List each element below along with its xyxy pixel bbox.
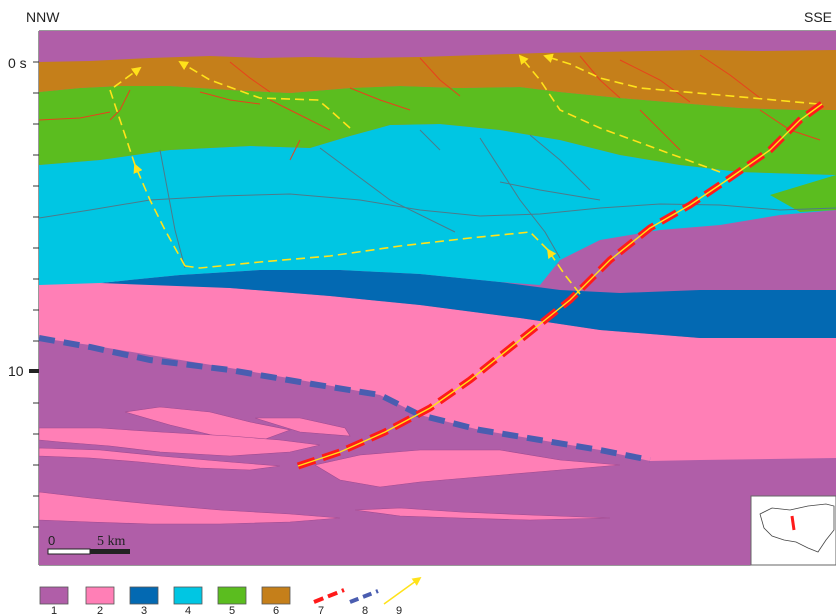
legend-swatch-5: [217, 586, 247, 605]
legend-num-7: 7: [318, 605, 324, 615]
unit-3-layer: [100, 270, 836, 338]
legend: 1 2 3 4 5 6 7 8 9: [39, 576, 422, 615]
legend-num-5: 5: [229, 605, 235, 615]
depth-marker-label: 10: [8, 363, 24, 379]
yellow-flow-paths: [109, 53, 819, 295]
unit-5-wedge: [770, 175, 836, 212]
orientation-left: NNW: [26, 9, 60, 25]
sicily-outline: [759, 503, 835, 553]
unit-5-layer: [39, 86, 836, 175]
legend-num-8: 8: [362, 605, 368, 615]
legend-symbol-8: [349, 589, 379, 604]
legend-swatch-6: [261, 586, 291, 605]
unit-4-layer: [39, 124, 836, 285]
unit-2-lens: [354, 507, 611, 521]
section-trace: [790, 515, 796, 531]
legend-swatch-4: [173, 586, 203, 605]
scale-bar: [47, 548, 130, 555]
unit-2-lens: [39, 491, 341, 525]
depth-ticks: [33, 61, 39, 528]
legend-num-9: 9: [396, 605, 402, 615]
legend-num-3: 3: [141, 605, 147, 615]
blue-dashed-fault: [38, 335, 651, 463]
legend-swatch-2: [85, 586, 115, 605]
legend-num-2: 2: [97, 605, 103, 615]
yellow-overlay-path: [297, 103, 823, 467]
unit-2-lens: [39, 447, 281, 471]
legend-num-4: 4: [185, 605, 191, 615]
unit-2-layer: [39, 281, 836, 461]
unit-6-layer: [39, 50, 836, 110]
legend-num-6: 6: [273, 605, 279, 615]
legend-symbol-7: [313, 588, 345, 604]
scale-end-label: 5 km: [97, 534, 126, 549]
legend-swatch-1: [39, 586, 69, 605]
unit-2-lens: [254, 417, 351, 437]
unit-2-lens: [39, 427, 321, 457]
orientation-right: SSE: [804, 9, 832, 25]
legend-swatch-3: [129, 586, 159, 605]
scale-start-label: 0: [48, 533, 55, 548]
legend-num-1: 1: [51, 605, 57, 615]
unit-2-lens: [124, 406, 292, 442]
inset-map: [750, 495, 836, 566]
unit-2-lens: [314, 449, 621, 488]
depth-top-label: 0 s: [8, 55, 27, 71]
legend-symbol-9: [383, 576, 422, 605]
depth-marker-10: [29, 369, 39, 373]
